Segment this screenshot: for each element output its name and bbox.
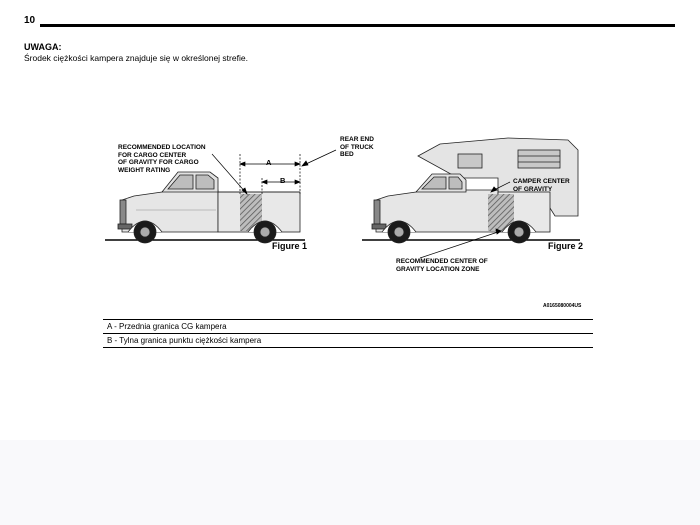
recommended-zone-callout: RECOMMENDED CENTER OF GRAVITY LOCATION Z… xyxy=(396,258,488,273)
recommended-location-callout: RECOMMENDED LOCATION FOR CARGO CENTER OF… xyxy=(118,144,206,174)
figure1-truck xyxy=(105,171,305,244)
rear-end-callout: REAR END OF TRUCK BED xyxy=(340,136,374,158)
dimension-b-label: B xyxy=(280,176,286,185)
figure1-label: Figure 1 xyxy=(272,241,308,251)
legend-table: A - Przednia granica CG kampera B - Tyln… xyxy=(103,319,593,348)
legend-row-a: A - Przednia granica CG kampera xyxy=(103,319,593,334)
figure2-label: Figure 2 xyxy=(548,241,584,251)
truck-illustration: RECOMMENDED LOCATION FOR CARGO CENTER OF… xyxy=(100,128,600,278)
page-number: 10 xyxy=(24,15,36,26)
note-title: UWAGA: xyxy=(24,42,62,52)
dimension-lines xyxy=(211,149,337,196)
dimension-a-label: A xyxy=(266,158,272,167)
image-code: A0165080004US xyxy=(543,303,582,309)
camper-center-callout: CAMPER CENTER OF GRAVITY xyxy=(513,178,570,193)
page-bottom-area xyxy=(0,440,700,525)
truck-diagram xyxy=(105,137,580,259)
figure2-truck xyxy=(362,137,580,244)
legend-row-b: B - Tylna granica punktu ciężkości kampe… xyxy=(103,334,593,348)
header-rule xyxy=(40,24,675,27)
note-text: Środek ciężkości kampera znajduje się w … xyxy=(24,53,248,63)
